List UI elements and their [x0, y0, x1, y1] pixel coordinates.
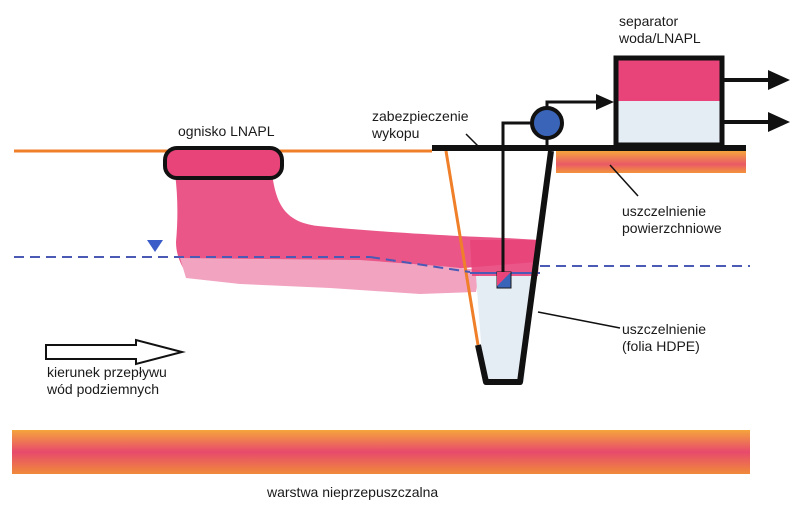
pump-pipe: [501, 121, 534, 272]
surface-seal-label: uszczelnienie powierzchniowe: [622, 203, 722, 237]
excavation-protection-label-line2: wykopu: [372, 125, 420, 141]
water-table-drawdown: [369, 256, 471, 273]
trench-outline: [475, 150, 554, 385]
excavation-label-leader: [465, 133, 481, 149]
trench-lnapl: [470, 240, 540, 276]
separator-label-line2: woda/LNAPL: [619, 30, 701, 46]
hdpe-seal-label-line1: uszczelnienie: [622, 321, 707, 337]
outlet-arrow-bottom-icon: [768, 112, 790, 132]
flow-direction-label-line1: kierunek przepływu: [47, 364, 167, 380]
separator-label: separator woda/LNAPL: [619, 13, 701, 47]
excavation-protection-wall: [444, 150, 480, 346]
surface-seal: [556, 151, 746, 173]
lnapl-plume: [175, 174, 540, 278]
separator-water: [616, 101, 722, 145]
impermeable-layer: [12, 430, 750, 474]
water-table-triangle-icon: [147, 240, 163, 252]
hdpe-seal-label: uszczelnienie (folia HDPE): [622, 321, 706, 355]
pump-icon: [530, 106, 564, 140]
hdpe-seal-label-line2: (folia HDPE): [622, 338, 700, 354]
flow-direction-label-line2: wód podziemnych: [47, 381, 160, 397]
separator-lnapl: [616, 58, 722, 101]
outlet-arrow-top-icon: [768, 70, 790, 90]
lnapl-source: [163, 146, 284, 180]
intake-float-lnapl: [497, 272, 511, 286]
excavation-protection-label-line1: zabezpieczenie: [372, 108, 469, 124]
pump-arrow-icon: [596, 94, 614, 110]
separator-label-line1: separator: [619, 13, 679, 29]
flow-arrow-icon: [45, 338, 186, 366]
surface-seal-label-line2: powierzchniowe: [622, 220, 722, 236]
pump-to-separator-pipe: [545, 100, 598, 108]
surface-seal-label-line1: uszczelnienie: [622, 203, 707, 219]
lnapl-source-label: ognisko LNAPL: [178, 123, 275, 139]
trench-water: [476, 276, 532, 382]
flow-direction-label: kierunek przepływu wód podziemnych: [47, 364, 167, 398]
impermeable-layer-label: warstwa nieprzepuszczalna: [267, 484, 439, 500]
hdpe-seal-leader: [537, 311, 621, 329]
separator-tank: [613, 55, 725, 148]
lnapl-plume-light: [180, 258, 480, 294]
excavation-protection-label: zabezpieczenie wykopu: [372, 108, 469, 142]
surface-seal-leader: [609, 164, 639, 197]
